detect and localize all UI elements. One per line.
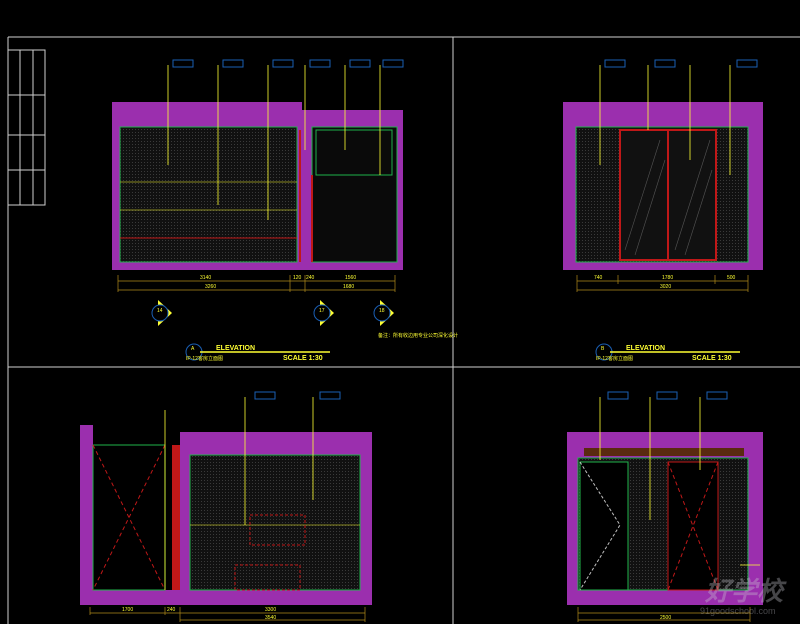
note-text: 备注：所有收边用专业公司深化设计 [378, 332, 458, 339]
svg-text:17: 17 [319, 308, 325, 314]
watermark: 好学校 91goodschool.com [700, 576, 787, 616]
elevation-b: 740 1780 500 3020 B ELEVATION IP-12客房立面图… [563, 59, 763, 362]
section-mark-17: 17 [313, 300, 334, 326]
dim-a-2: 120 [293, 275, 302, 281]
dim-b-1: 740 [594, 275, 603, 281]
section-mark-14: 14 [151, 300, 172, 326]
dim-b-2: 1780 [662, 275, 673, 281]
dim-c-2: 240 [167, 607, 176, 613]
svg-text:ELEVATION: ELEVATION [216, 345, 255, 352]
elevation-c: 1700 240 3300 3540 [80, 391, 372, 622]
dim-a-1: 3140 [200, 275, 211, 281]
dim-b-total: 3020 [660, 284, 671, 290]
dim-c-1: 1700 [122, 607, 133, 613]
svg-text:A: A [191, 346, 195, 352]
dim-a-4: 1560 [345, 275, 356, 281]
dim-a-total-1: 3260 [205, 284, 216, 290]
svg-text:14: 14 [157, 308, 163, 314]
title-block-a: A ELEVATION IP-12客房立面图 SCALE 1:30 [185, 343, 330, 362]
title-block-b: B ELEVATION IP-12客房立面图 SCALE 1:30 [595, 343, 740, 362]
svg-text:18: 18 [379, 308, 385, 314]
svg-text:IP-12客房立面图: IP-12客房立面图 [596, 355, 633, 362]
dim-a-3: 240 [306, 275, 315, 281]
dim-b-3: 500 [727, 275, 736, 281]
svg-text:B: B [601, 346, 605, 352]
svg-text:ELEVATION: ELEVATION [626, 345, 665, 352]
watermark-logo: 好学校 [704, 576, 787, 606]
dim-a-total-2: 1680 [343, 284, 354, 290]
svg-text:IP-12客房立面图: IP-12客房立面图 [186, 355, 223, 362]
dim-c-3: 3300 [265, 607, 276, 613]
watermark-url: 91goodschool.com [700, 606, 776, 616]
elevation-a: 3140 120 240 1560 3260 1680 14 17 18 备注：… [112, 59, 458, 362]
elevation-d: 2500 [567, 391, 763, 622]
section-mark-18: 18 [373, 300, 394, 326]
svg-text:SCALE 1:30: SCALE 1:30 [692, 355, 732, 362]
svg-text:SCALE 1:30: SCALE 1:30 [283, 355, 323, 362]
dim-c-total: 3540 [265, 615, 276, 621]
dim-d-total: 2500 [660, 615, 671, 621]
sheet-frame [7, 36, 800, 624]
